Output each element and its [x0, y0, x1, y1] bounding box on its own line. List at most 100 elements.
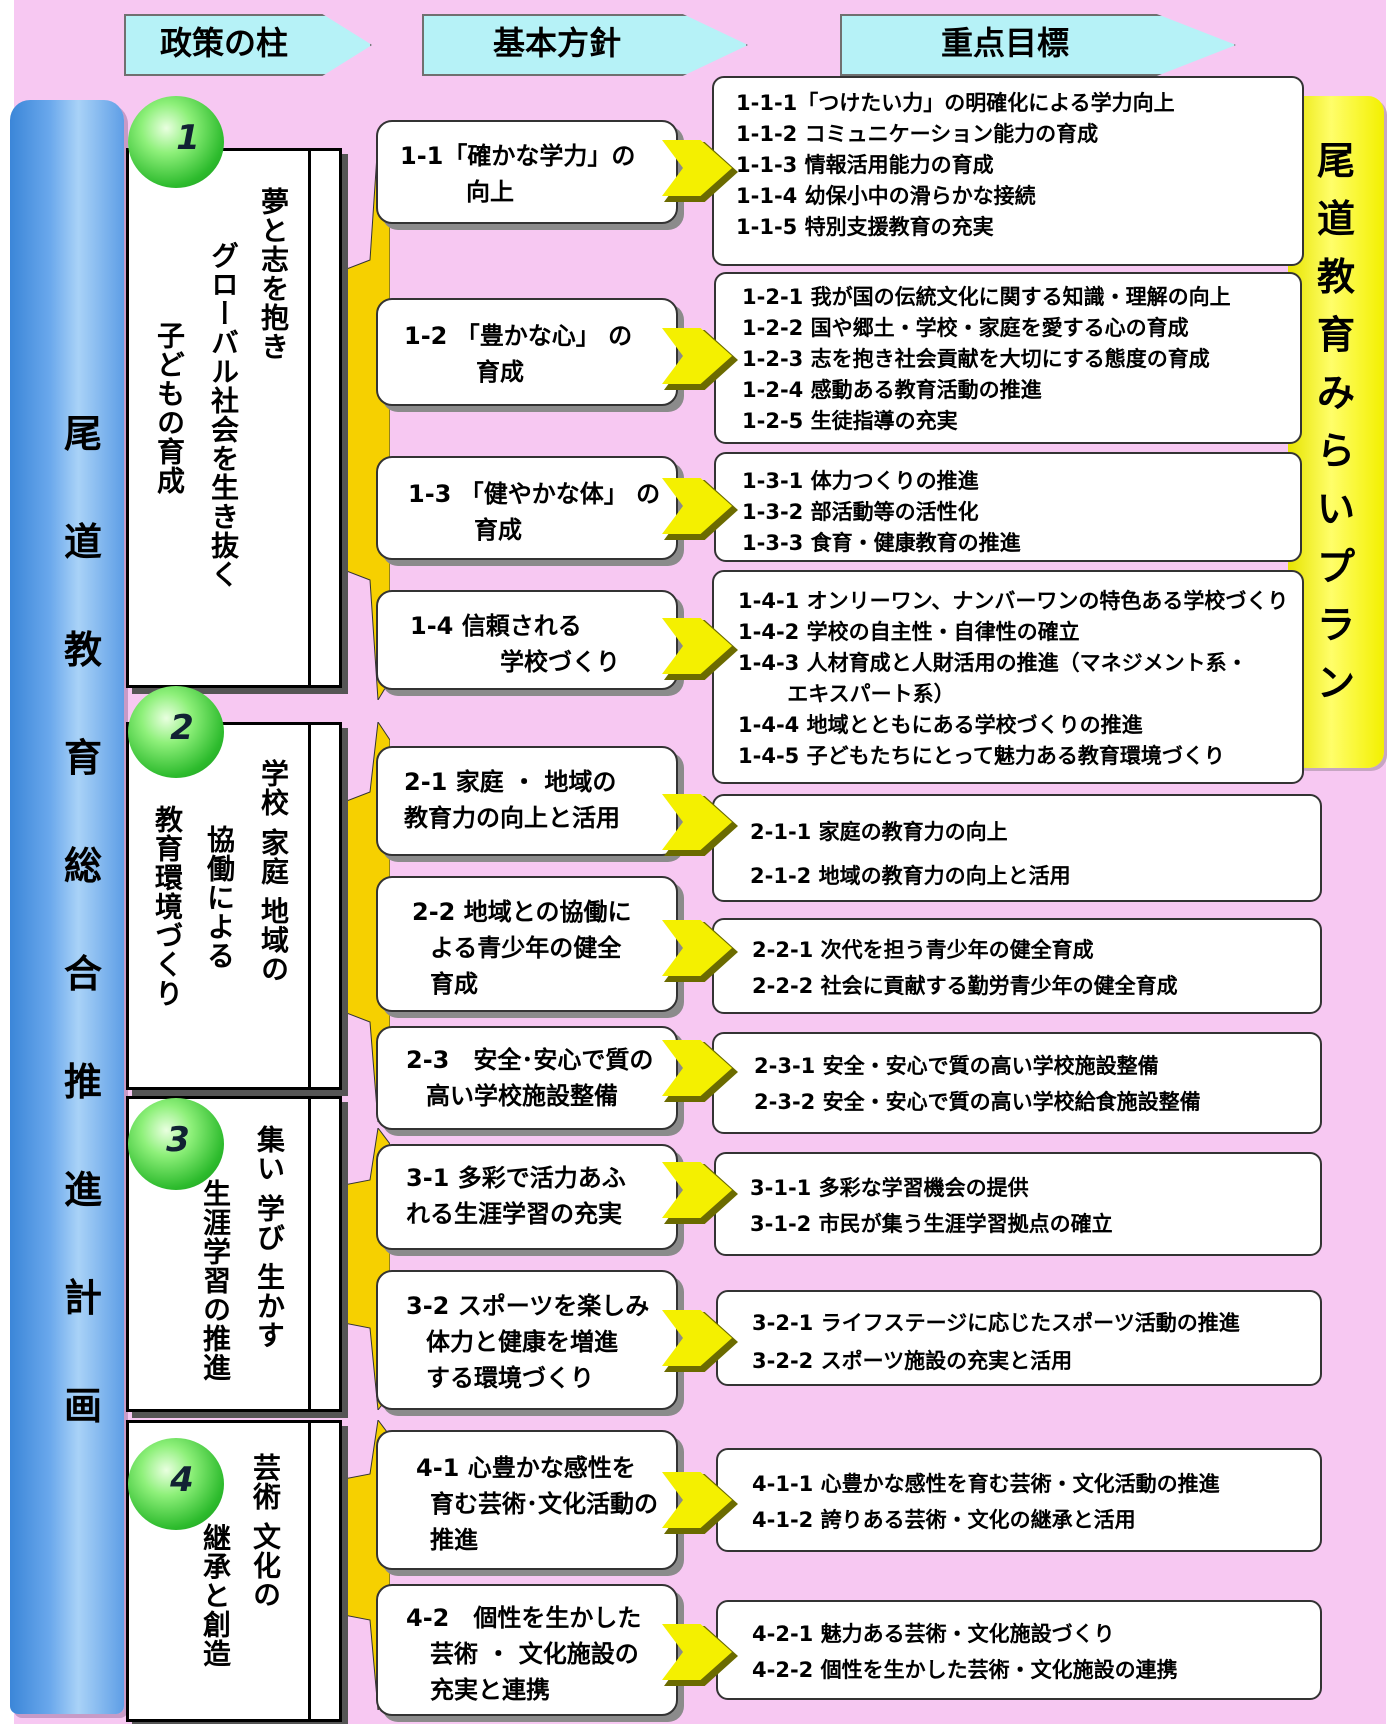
policy-box-4-2: 4-2 個性を生かした 芸術 ・ 文化施設の 充実と連携	[376, 1584, 678, 1716]
right-title-char: プ	[1316, 545, 1355, 589]
header-goal: 重点目標	[940, 24, 1069, 62]
goal-item: 2-3-2 安全・安心で質の高い学校給食施設整備	[754, 1090, 1201, 1114]
left-title-char: 道	[63, 520, 102, 564]
left-title-bar	[10, 100, 124, 1714]
policy-box-2-2: 2-2 地域との協働に よる青少年の健全 育成	[376, 876, 678, 1012]
policy-line: 1-4 信頼される	[410, 612, 582, 640]
pillar-number-1: 1	[176, 118, 200, 158]
policy-box-3-1: 3-1 多彩で活力あふ れる生涯学習の充実	[376, 1144, 678, 1250]
goal-item: 1-4-2 学校の自主性・自律性の確立	[738, 620, 1080, 644]
policy-line: 4-1 心豊かな感性を	[416, 1454, 636, 1482]
goal-item: 1-3-1 体力つくりの推進	[742, 469, 979, 493]
goal-item: 1-3-2 部活動等の活性化	[742, 500, 979, 524]
policy-line: 育成	[474, 516, 522, 544]
policy-box-1-3: 1-3 「健やかな体」 の 育成	[376, 456, 678, 560]
pillar-2-line-3: 教育環境づくり	[151, 805, 184, 1008]
goal-box-2-2: 2-2-1 次代を担う青少年の健全育成 2-2-2 社会に貢献する勤労青少年の健…	[712, 918, 1322, 1014]
header-arrow-goal	[840, 14, 1236, 76]
pillar-1-line-3: 子どもの育成	[153, 321, 186, 495]
policy-line: よる青少年の健全	[430, 934, 622, 962]
pillar-3-line-2: 生涯学習の推進	[199, 1179, 232, 1382]
pillar-2-line-2: 協働による	[203, 825, 236, 970]
policy-box-1-4: 1-4 信頼される 学校づくり	[376, 590, 678, 690]
pillar-number-3: 3	[166, 1120, 190, 1160]
pillar-box-2: 学校 家庭 地域の 協働による 教育環境づくり	[126, 722, 342, 1090]
left-title-char: 教	[63, 628, 102, 672]
goal-item: 4-1-2 誇りある芸術・文化の継承と活用	[752, 1508, 1136, 1532]
policy-line: する環境づくり	[426, 1364, 594, 1392]
policy-line: 2-3 安全･安心で質の	[406, 1046, 654, 1074]
right-title: 尾 道 教 育 み ら い プ ラ ン	[1313, 132, 1359, 712]
pillar-4-line-2: 継承と創造	[199, 1523, 232, 1668]
pillar-3-line-1: 集い 学び 生かす	[253, 1125, 286, 1350]
policy-line: 1-1「確かな学力」の	[400, 142, 636, 170]
left-title-char: 進	[63, 1168, 102, 1212]
right-title-char: 育	[1316, 313, 1355, 357]
goal-item: 1-2-5 生徒指導の充実	[742, 409, 958, 433]
pillar-number-ball-2	[128, 686, 224, 778]
left-title-char: 育	[63, 736, 102, 780]
policy-line: 2-2 地域との協働に	[412, 898, 632, 926]
goal-item: 4-2-2 個性を生かした芸術・文化施設の連携	[752, 1658, 1178, 1682]
goal-box-2-1: 2-1-1 家庭の教育力の向上 2-1-2 地域の教育力の向上と活用	[712, 794, 1322, 902]
goal-box-1-1: 1-1-1「つけたい力」の明確化による学力向上 1-1-2 コミュニケーション能…	[712, 76, 1304, 266]
header-arrow-policy	[422, 14, 748, 76]
header-policy: 基本方針	[492, 24, 621, 62]
right-title-char: ラ	[1316, 603, 1355, 647]
goal-item: 3-1-1 多彩な学習機会の提供	[750, 1176, 1029, 1200]
header-arrow-pillar	[124, 14, 372, 76]
pillar-inner-bar	[308, 1423, 333, 1719]
policy-line: 1-3 「健やかな体」 の	[408, 480, 661, 508]
policy-line: れる生涯学習の充実	[406, 1200, 622, 1228]
policy-line: 3-1 多彩で活力あふ	[406, 1164, 626, 1192]
goal-item: 1-2-3 志を抱き社会貢献を大切にする態度の育成	[742, 347, 1210, 371]
policy-line: 教育力の向上と活用	[404, 804, 620, 832]
policy-box-3-2: 3-2 スポーツを楽しみ 体力と健康を増進 する環境づくり	[376, 1270, 678, 1410]
left-title-char: 画	[63, 1384, 102, 1428]
pillar-1-line-2: グローバル社会を生き抜く	[207, 241, 240, 589]
goal-item: 2-2-1 次代を担う青少年の健全育成	[752, 938, 1094, 962]
left-title-char: 合	[63, 952, 102, 996]
goal-item: 1-2-4 感動ある教育活動の推進	[742, 378, 1042, 402]
right-title-char: ら	[1316, 429, 1355, 473]
policy-box-2-1: 2-1 家庭 ・ 地域の 教育力の向上と活用	[376, 746, 678, 856]
policy-line: 3-2 スポーツを楽しみ	[406, 1292, 650, 1320]
goal-box-3-1: 3-1-1 多彩な学習機会の提供 3-1-2 市民が集う生涯学習拠点の確立	[714, 1152, 1322, 1256]
pillar-1-line-1: 夢と志を抱き	[257, 187, 290, 361]
goal-item: 1-1-3 情報活用能力の育成	[736, 153, 994, 177]
left-title-char: 推	[63, 1060, 102, 1104]
goal-item: 1-4-4 地域とともにある学校づくりの推進	[738, 713, 1143, 737]
right-title-char: 教	[1316, 255, 1355, 299]
policy-line: 4-2 個性を生かした	[406, 1604, 642, 1632]
goal-item: 2-1-1 家庭の教育力の向上	[750, 820, 1008, 844]
pillar-number-ball-3	[128, 1098, 224, 1190]
policy-box-1-1: 1-1「確かな学力」の 向上	[376, 120, 678, 224]
policy-line: 2-1 家庭 ・ 地域の	[404, 768, 617, 796]
goal-item: エキスパート系）	[738, 682, 955, 706]
goal-item: 1-4-1 オンリーワン、ナンバーワンの特色ある学校づくり	[738, 589, 1289, 613]
right-title-bar	[1288, 96, 1384, 768]
left-title-char: 尾	[63, 412, 102, 456]
policy-line: 体力と健康を増進	[426, 1328, 618, 1356]
goal-box-3-2: 3-2-1 ライフステージに応じたスポーツ活動の推進 3-2-2 スポーツ施設の…	[716, 1290, 1322, 1386]
goal-item: 4-1-1 心豊かな感性を育む芸術・文化活動の推進	[752, 1472, 1220, 1496]
policy-box-4-1: 4-1 心豊かな感性を 育む芸術･文化活動の 推進	[376, 1430, 678, 1570]
goal-box-1-4: 1-4-1 オンリーワン、ナンバーワンの特色ある学校づくり 1-4-2 学校の自…	[712, 570, 1304, 784]
left-title-char: 総	[63, 844, 102, 888]
goal-item: 1-4-3 人材育成と人財活用の推進（マネジメント系・	[738, 651, 1248, 675]
goal-item: 1-2-1 我が国の伝統文化に関する知識・理解の向上	[742, 285, 1231, 309]
goal-item: 1-2-2 国や郷土・学校・家庭を愛する心の育成	[742, 316, 1189, 340]
pillar-number-ball-4	[128, 1438, 224, 1530]
header-pillar: 政策の柱	[159, 24, 288, 62]
right-title-char: み	[1316, 371, 1355, 415]
policy-box-1-2: 1-2 「豊かな心」 の 育成	[376, 298, 678, 406]
pillar-box-1: 夢と志を抱き グローバル社会を生き抜く 子どもの育成	[126, 148, 342, 688]
policy-box-2-3: 2-3 安全･安心で質の 高い学校施設整備	[376, 1026, 678, 1130]
goal-item: 2-3-1 安全・安心で質の高い学校施設整備	[754, 1054, 1159, 1078]
policy-line: 学校づくり	[500, 648, 620, 676]
policy-line: 1-2 「豊かな心」 の	[404, 322, 633, 350]
policy-line: 育成	[476, 358, 524, 386]
goal-box-1-3: 1-3-1 体力つくりの推進 1-3-2 部活動等の活性化 1-3-3 食育・健…	[714, 452, 1302, 562]
pillar-4-line-1: 芸術 文化の	[249, 1453, 282, 1609]
left-title-char: 計	[63, 1276, 102, 1320]
